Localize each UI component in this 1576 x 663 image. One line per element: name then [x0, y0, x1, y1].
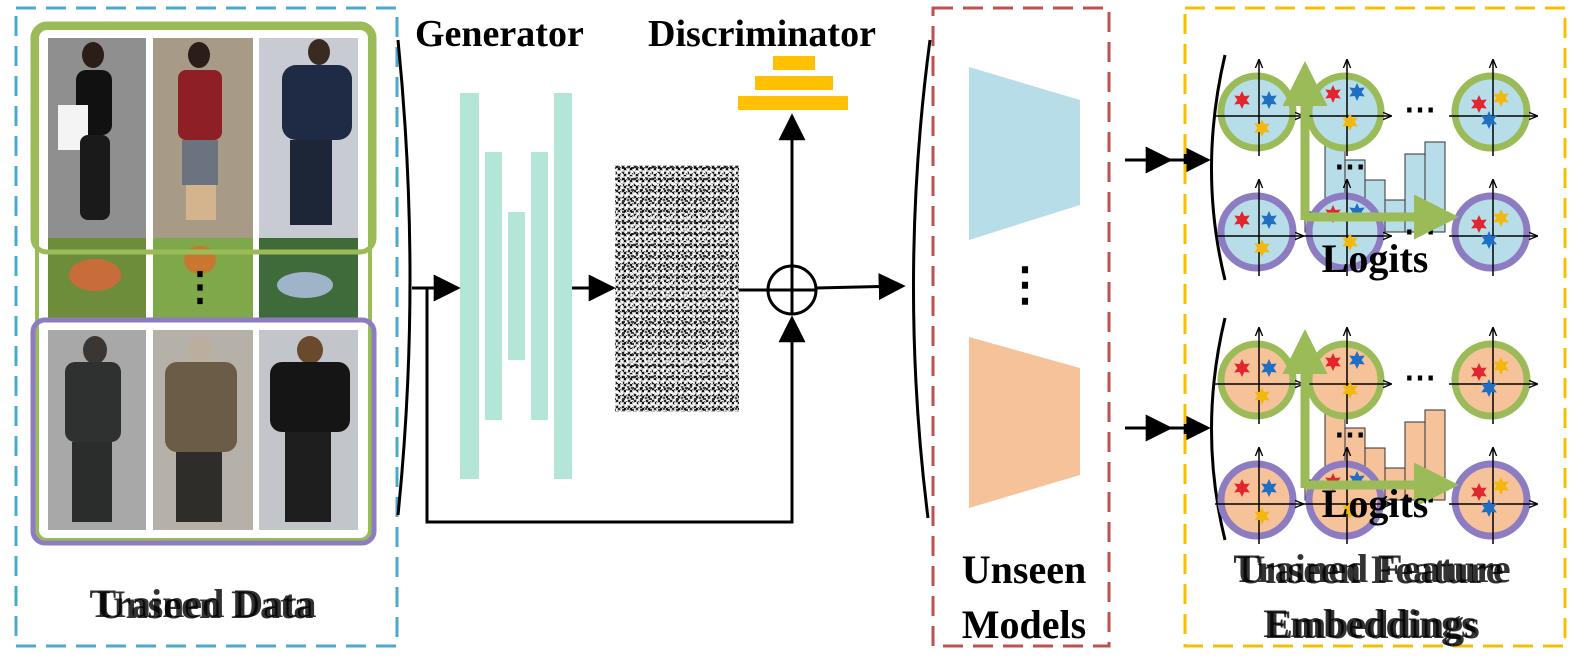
embedding-circle	[1215, 328, 1303, 424]
data-box	[14, 6, 399, 648]
model-blue	[969, 67, 1080, 240]
svg-text:⋯: ⋯	[1334, 416, 1366, 452]
green-group-box-outer	[35, 26, 372, 542]
vdots-birds: ⋮	[180, 264, 220, 309]
unseen-models-label-2: Models	[962, 602, 1086, 647]
embedding-circle	[1449, 60, 1537, 156]
logits-label: Logits	[1322, 236, 1429, 281]
ellipsis: ⋯	[1404, 91, 1436, 127]
logits-label: Logits	[1322, 481, 1429, 526]
embedding-groups: ⋯⋯⋯Logits⋯⋯⋯Logits	[1215, 60, 1537, 544]
models-box	[931, 6, 1111, 648]
svg-text:⋯: ⋯	[1334, 148, 1366, 184]
feature-box	[1183, 6, 1567, 648]
person-photo-row-bottom	[48, 330, 358, 530]
embedding-circle	[1449, 448, 1537, 544]
left-brace	[396, 39, 412, 516]
unseen-feature-label: Unseen Feature	[1237, 547, 1504, 592]
discriminator-network	[738, 56, 848, 110]
vdots-models: ⋮	[1002, 259, 1048, 310]
embedding-circle	[1303, 60, 1391, 156]
embedding-circle	[1215, 60, 1303, 156]
embedding-circle	[1303, 328, 1391, 424]
feature-brace-bottom	[1210, 317, 1227, 541]
embedding-circle	[1215, 180, 1303, 276]
embedding-circle	[1215, 448, 1303, 544]
generator-network	[460, 93, 572, 479]
embeddings-label: Embeddings	[1263, 601, 1476, 646]
embedding-circle	[1449, 328, 1537, 424]
trained-feature-label: Trained Feature	[1233, 546, 1510, 591]
embeddings-label-ghost: Embeddings	[1266, 602, 1479, 647]
generator-label: Generator	[415, 13, 584, 55]
model-orange	[969, 337, 1080, 508]
embedding-circle	[1449, 180, 1537, 276]
unseen-data-label: Unseen Data	[97, 582, 314, 627]
unseen-models-label: Unseen	[962, 547, 1086, 592]
purple-group-box	[30, 317, 377, 546]
right-brace	[912, 39, 932, 519]
feature-brace-top	[1210, 54, 1227, 281]
discriminator-label: Discriminator	[648, 13, 876, 55]
green-group-box-top	[30, 21, 377, 255]
circle-plus-icon	[766, 264, 818, 316]
trained-data-label: Trained Data	[89, 581, 316, 626]
person-photo-row-top	[48, 38, 358, 238]
ellipsis: ⋯	[1404, 359, 1436, 395]
